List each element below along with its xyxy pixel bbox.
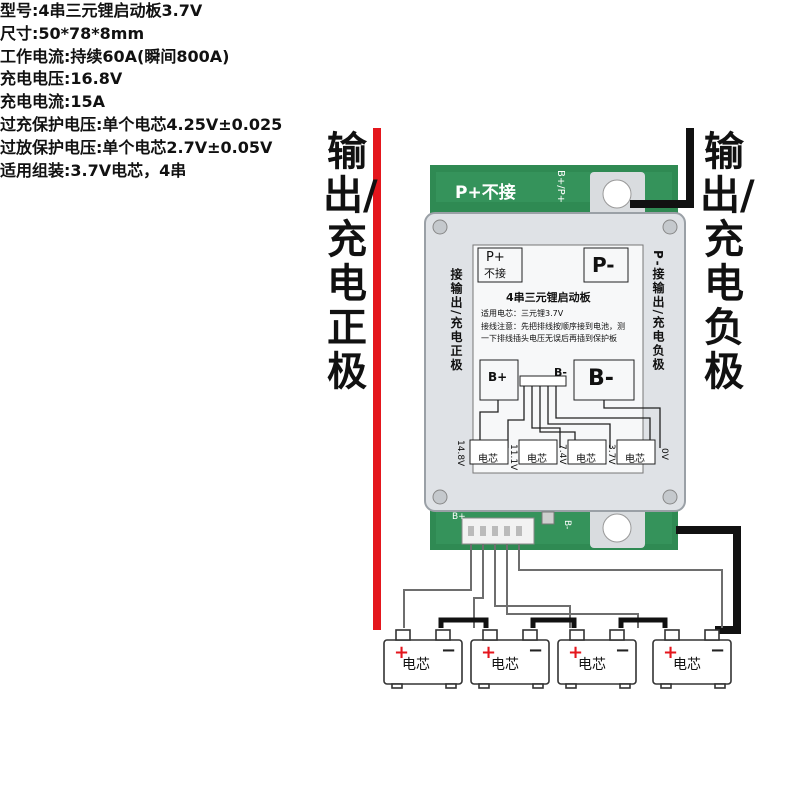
- svg-text:+: +: [663, 642, 678, 663]
- tap-voltage-4: 3.7V: [606, 444, 616, 465]
- board-title: 4串三元锂启动板: [506, 291, 591, 304]
- svg-text:+: +: [394, 642, 409, 663]
- negative-output-wire-top: [630, 128, 694, 208]
- battery-1-label: 电芯: [402, 657, 430, 673]
- p-minus-side-label: P-接输出/充电负极: [651, 250, 665, 372]
- battery-pack: [383, 629, 732, 689]
- spec-list: 型号:4串三元锂启动板3.7V 尺寸:50*78*8mm 工作电流:持续60A(…: [0, 0, 800, 182]
- label-cell-4: 电芯: [625, 454, 645, 465]
- svg-text:−: −: [441, 640, 456, 661]
- battery-3-label: 电芯: [578, 657, 606, 673]
- b-minus-small-label: B-: [554, 366, 567, 379]
- spec-model: 型号:4串三元锂启动板3.7V: [0, 1, 203, 20]
- battery-2-label: 电芯: [491, 657, 519, 673]
- b-plus-label: B+: [488, 370, 508, 384]
- positive-side-label: 接输出/充电正极: [449, 268, 463, 373]
- svg-text:+: +: [481, 642, 496, 663]
- tap-voltage-3: 7.4V: [557, 444, 567, 465]
- p-plus-not-connected: P+不接: [455, 183, 516, 203]
- p-minus-box-label: P-: [592, 253, 615, 277]
- p-plus-box-line2: 不接: [484, 267, 506, 280]
- silk-top-label: B+/P+: [555, 170, 566, 204]
- battery-4-label: 电芯: [673, 657, 701, 673]
- board-label-sticker: [472, 244, 644, 474]
- silk-bottom-bminus: B-: [562, 520, 572, 530]
- silk-bottom-bplus: B+: [452, 512, 466, 522]
- spec-assembly: 适用组装:3.7V电芯，4串: [0, 160, 187, 180]
- tap-voltage-1: 14.8V: [455, 440, 465, 467]
- spec-working-current: 工作电流:持续60A(瞬间800A): [0, 46, 230, 66]
- svg-text:+: +: [568, 642, 583, 663]
- negative-output-label: 输出/充电负极: [700, 129, 755, 395]
- positive-output-label: 输出/充电正极: [323, 129, 378, 395]
- p-plus-box-line1: P+: [486, 250, 505, 265]
- spec-overcharge: 过充保护电压:单个电芯4.25V±0.025: [0, 114, 283, 134]
- tap-voltage-2: 11.1V: [508, 444, 518, 471]
- spec-size: 尺寸:50*78*8mm: [0, 23, 145, 43]
- board-cell-info: 适用电芯：三元锂3.7V: [481, 309, 564, 318]
- spec-charge-current: 充电电流:15A: [0, 92, 106, 112]
- b-minus-big-label: B-: [588, 366, 614, 391]
- label-cell-1: 电芯: [478, 454, 498, 465]
- spec-overdischarge: 过放保护电压:单个电芯2.7V±0.05V: [0, 137, 273, 157]
- spec-charge-voltage: 充电电压:16.8V: [0, 69, 123, 89]
- svg-text:−: −: [710, 640, 725, 661]
- svg-text:−: −: [528, 640, 543, 661]
- board-wiring-note: 接线注意：先把排线按顺序接到电池，测一下排线插头电压无误后再插到保护板: [481, 322, 625, 343]
- svg-text:−: −: [615, 640, 630, 661]
- label-cell-2: 电芯: [527, 454, 547, 465]
- label-cell-3: 电芯: [576, 454, 596, 465]
- tap-voltage-5: 0V: [659, 448, 669, 460]
- negative-output-wire-bottom: [676, 526, 741, 634]
